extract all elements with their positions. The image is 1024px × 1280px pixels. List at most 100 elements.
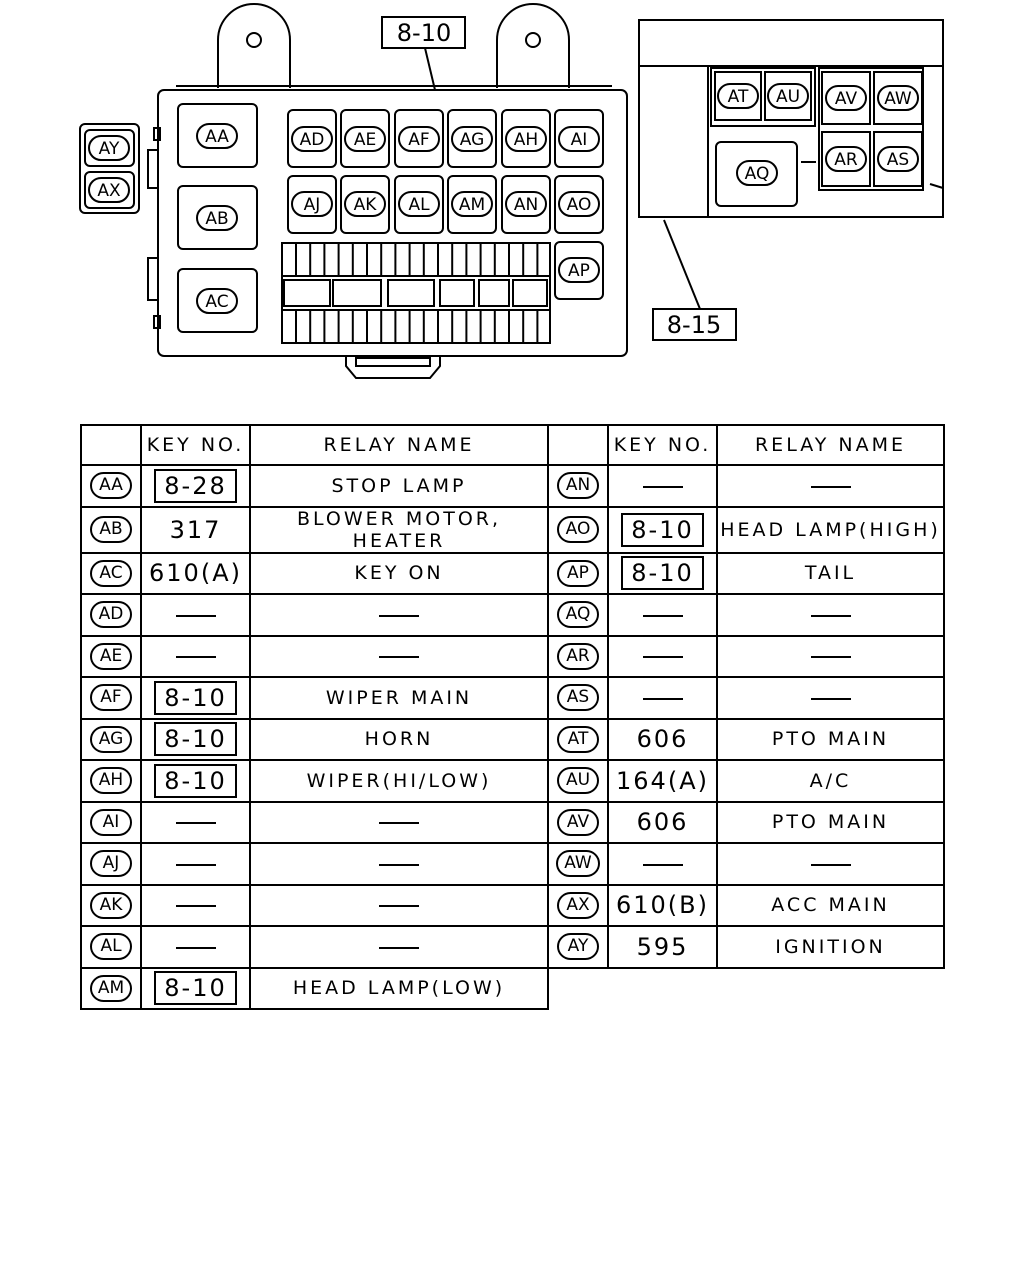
relay-tag-label: AA: [205, 127, 229, 147]
empty-dash: [379, 905, 419, 908]
relay-name-cell: [249, 634, 549, 678]
relay-tag-label: AH: [514, 130, 538, 150]
table-row: AJ AW: [80, 842, 945, 886]
relay-tag: AA: [196, 123, 238, 149]
relay-name: KEY ON: [354, 562, 444, 585]
relay-tag: AB: [196, 205, 238, 231]
key-no-ref-box: 8-10: [154, 763, 237, 798]
relay-tag-label: AE: [354, 130, 376, 150]
key-no-cell: 610(B): [607, 883, 718, 927]
key-no-cell: 317: [140, 505, 251, 554]
relay-name-cell: HEAD LAMP(LOW): [249, 966, 549, 1010]
relay-id-badge: AM: [89, 974, 133, 1002]
relay-id-badge: AV: [557, 808, 599, 836]
relay-tag-label: AI: [571, 130, 588, 150]
key-no-cell: 606: [607, 717, 718, 761]
relay-tag-label: AK: [354, 195, 378, 215]
ref-box-right: [652, 308, 737, 341]
relay-slot: [501, 175, 551, 234]
relay-tag-label: AJ: [304, 195, 321, 215]
key-no-cell: [607, 464, 718, 508]
relay-tag-label: AV: [835, 89, 858, 109]
relay-tag: AO: [558, 191, 600, 217]
relay-id-cell: AJ: [80, 842, 142, 886]
key-no-value: 610(B): [616, 891, 709, 920]
key-no-value: 317: [169, 515, 222, 544]
relay-id-badge: AS: [557, 684, 599, 712]
key-no-cell: [607, 842, 718, 886]
relay-id-cell: AV: [547, 800, 609, 844]
relay-id-cell: AW: [547, 842, 609, 886]
relay-id-badge: AQ: [557, 601, 599, 629]
relay-name-cell: HEAD LAMP(HIGH): [716, 505, 945, 554]
relay-id-cell: AY: [547, 925, 609, 969]
relay-name: PTO MAIN: [771, 811, 890, 834]
relay-tag-label: AS: [887, 150, 909, 170]
empty-dash: [642, 697, 683, 700]
key-no-ref-box: 8-10: [621, 556, 704, 591]
header-tag-right: [547, 424, 609, 466]
relay-name: ACC MAIN: [771, 894, 890, 917]
key-no-cell: 595: [607, 925, 718, 969]
relay-id-cell: AF: [80, 676, 142, 720]
relay-tag-label: AD: [300, 130, 325, 150]
relay-tag-label: AX: [97, 181, 121, 201]
key-no-value: 610(A): [149, 559, 242, 588]
empty-dash: [810, 697, 851, 700]
relay-name: IGNITION: [775, 935, 886, 958]
relay-name: HEAD LAMP(HIGH): [720, 518, 941, 541]
relay-name-cell: BLOWER MOTOR, HEATER: [249, 505, 549, 554]
relay-id-cell: AT: [547, 717, 609, 761]
relay-tag-label: AM: [459, 195, 485, 215]
relay-slot: [447, 109, 497, 168]
empty-dash: [642, 656, 683, 659]
relay-name-cell: [249, 883, 549, 927]
relay-id-cell: AH: [80, 759, 142, 803]
key-no-cell: [607, 593, 718, 637]
key-no-cell: 610(A): [140, 551, 251, 595]
relay-id-cell: AE: [80, 634, 142, 678]
key-no-cell: 8-10: [607, 551, 718, 595]
relay-id-badge: AG: [90, 725, 132, 753]
relay-id-cell: AK: [80, 883, 142, 927]
header-relay-name-right: RELAY NAME: [716, 424, 945, 466]
relay-tag-label: AQ: [745, 164, 770, 184]
relay-id-badge: AW: [556, 850, 600, 878]
relay-slot: [501, 109, 551, 168]
relay-id-cell: AO: [547, 505, 609, 554]
fuse-block: [281, 242, 551, 344]
relay-name-cell: [716, 634, 945, 678]
relay-name-cell: [716, 676, 945, 720]
relay-name-cell: [249, 842, 549, 886]
relay-id-cell: AN: [547, 464, 609, 508]
relay-tag: AP: [558, 257, 600, 283]
relay-id-badge: AO: [557, 516, 599, 543]
relay-ac-slot: [177, 268, 258, 333]
key-no-cell: [140, 593, 251, 637]
key-no-cell: 8-10: [607, 505, 718, 554]
key-no-cell: 8-10: [140, 717, 251, 761]
relay-tag-label: AC: [205, 292, 228, 312]
relay-aq-slot: [715, 141, 798, 207]
relay-name: BLOWER MOTOR, HEATER: [296, 507, 502, 552]
key-no-cell: 606: [607, 800, 718, 844]
empty-dash: [175, 822, 216, 825]
header-key-no-left: KEY NO.: [140, 424, 251, 466]
relay-id-badge: AR: [557, 642, 599, 670]
relay-tag: AH: [505, 126, 547, 152]
relay-name-cell: PTO MAIN: [716, 800, 945, 844]
main-relay-box: [157, 89, 628, 357]
header-relay-name-left: RELAY NAME: [249, 424, 549, 466]
relay-slot: [287, 175, 337, 234]
relay-name-cell: PTO MAIN: [716, 717, 945, 761]
relay-tag: AR: [825, 146, 867, 172]
relay-tag: AX: [88, 177, 130, 203]
empty-cell: [548, 968, 944, 1010]
relay-name-cell: WIPER MAIN: [249, 676, 549, 720]
relay-tag-label: AU: [776, 87, 800, 107]
key-no-cell: 8-10: [140, 676, 251, 720]
